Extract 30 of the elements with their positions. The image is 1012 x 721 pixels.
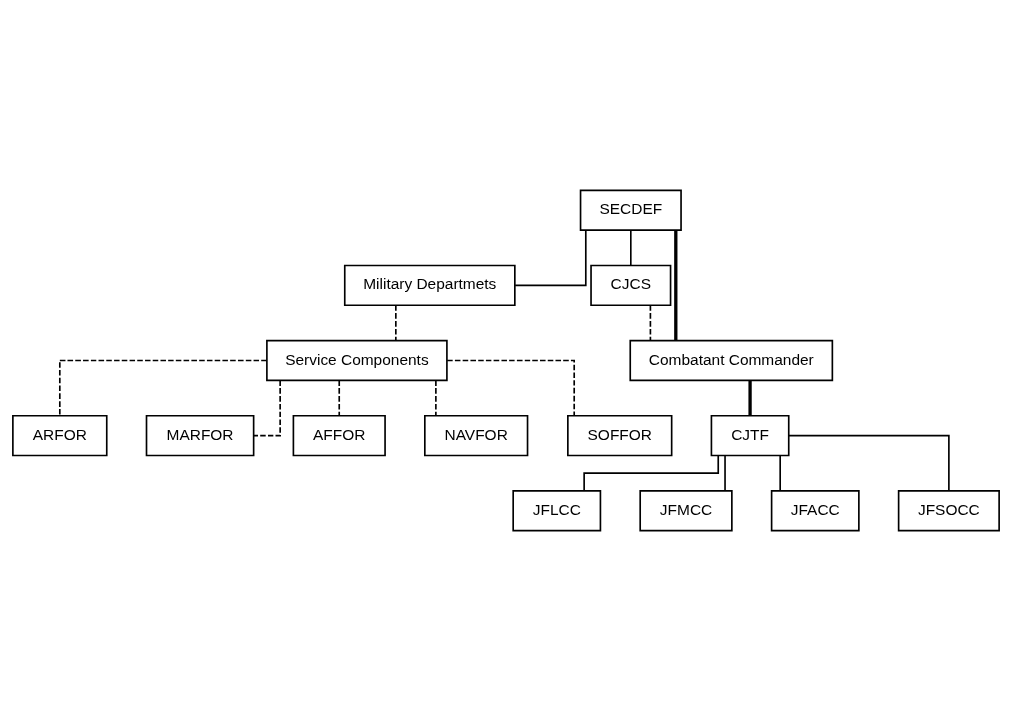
node-box: MARFOR <box>145 414 255 457</box>
connector <box>514 229 587 287</box>
connector <box>788 434 950 492</box>
node-box: CJCS <box>590 264 672 307</box>
connector <box>253 379 281 437</box>
connector <box>674 230 678 341</box>
node-box: SECDEF <box>579 189 682 231</box>
connector <box>748 380 752 416</box>
connector <box>649 304 652 342</box>
connector <box>59 359 268 417</box>
node-box: Combatant Commander <box>629 339 834 382</box>
node-box: AFFOR <box>292 414 386 457</box>
node-box: JFACC <box>770 490 860 532</box>
connector <box>629 229 632 267</box>
connector <box>435 379 437 417</box>
node-box: ARFOR <box>12 414 108 457</box>
node-box: NAVFOR <box>424 414 529 457</box>
node-box: Military Departmets <box>343 264 516 307</box>
node-box: CJTF <box>710 414 790 457</box>
node-box: JFLCC <box>512 490 602 532</box>
node-box: JFSOCC <box>897 490 1000 532</box>
connector <box>583 454 720 492</box>
node-box: Service Components <box>266 339 448 382</box>
connector <box>446 359 576 417</box>
connector <box>724 454 726 492</box>
node-box: SOFFOR <box>567 414 673 457</box>
connector <box>395 304 397 342</box>
connector <box>779 454 781 492</box>
node-box: JFMCC <box>639 490 733 532</box>
connector <box>338 379 341 417</box>
